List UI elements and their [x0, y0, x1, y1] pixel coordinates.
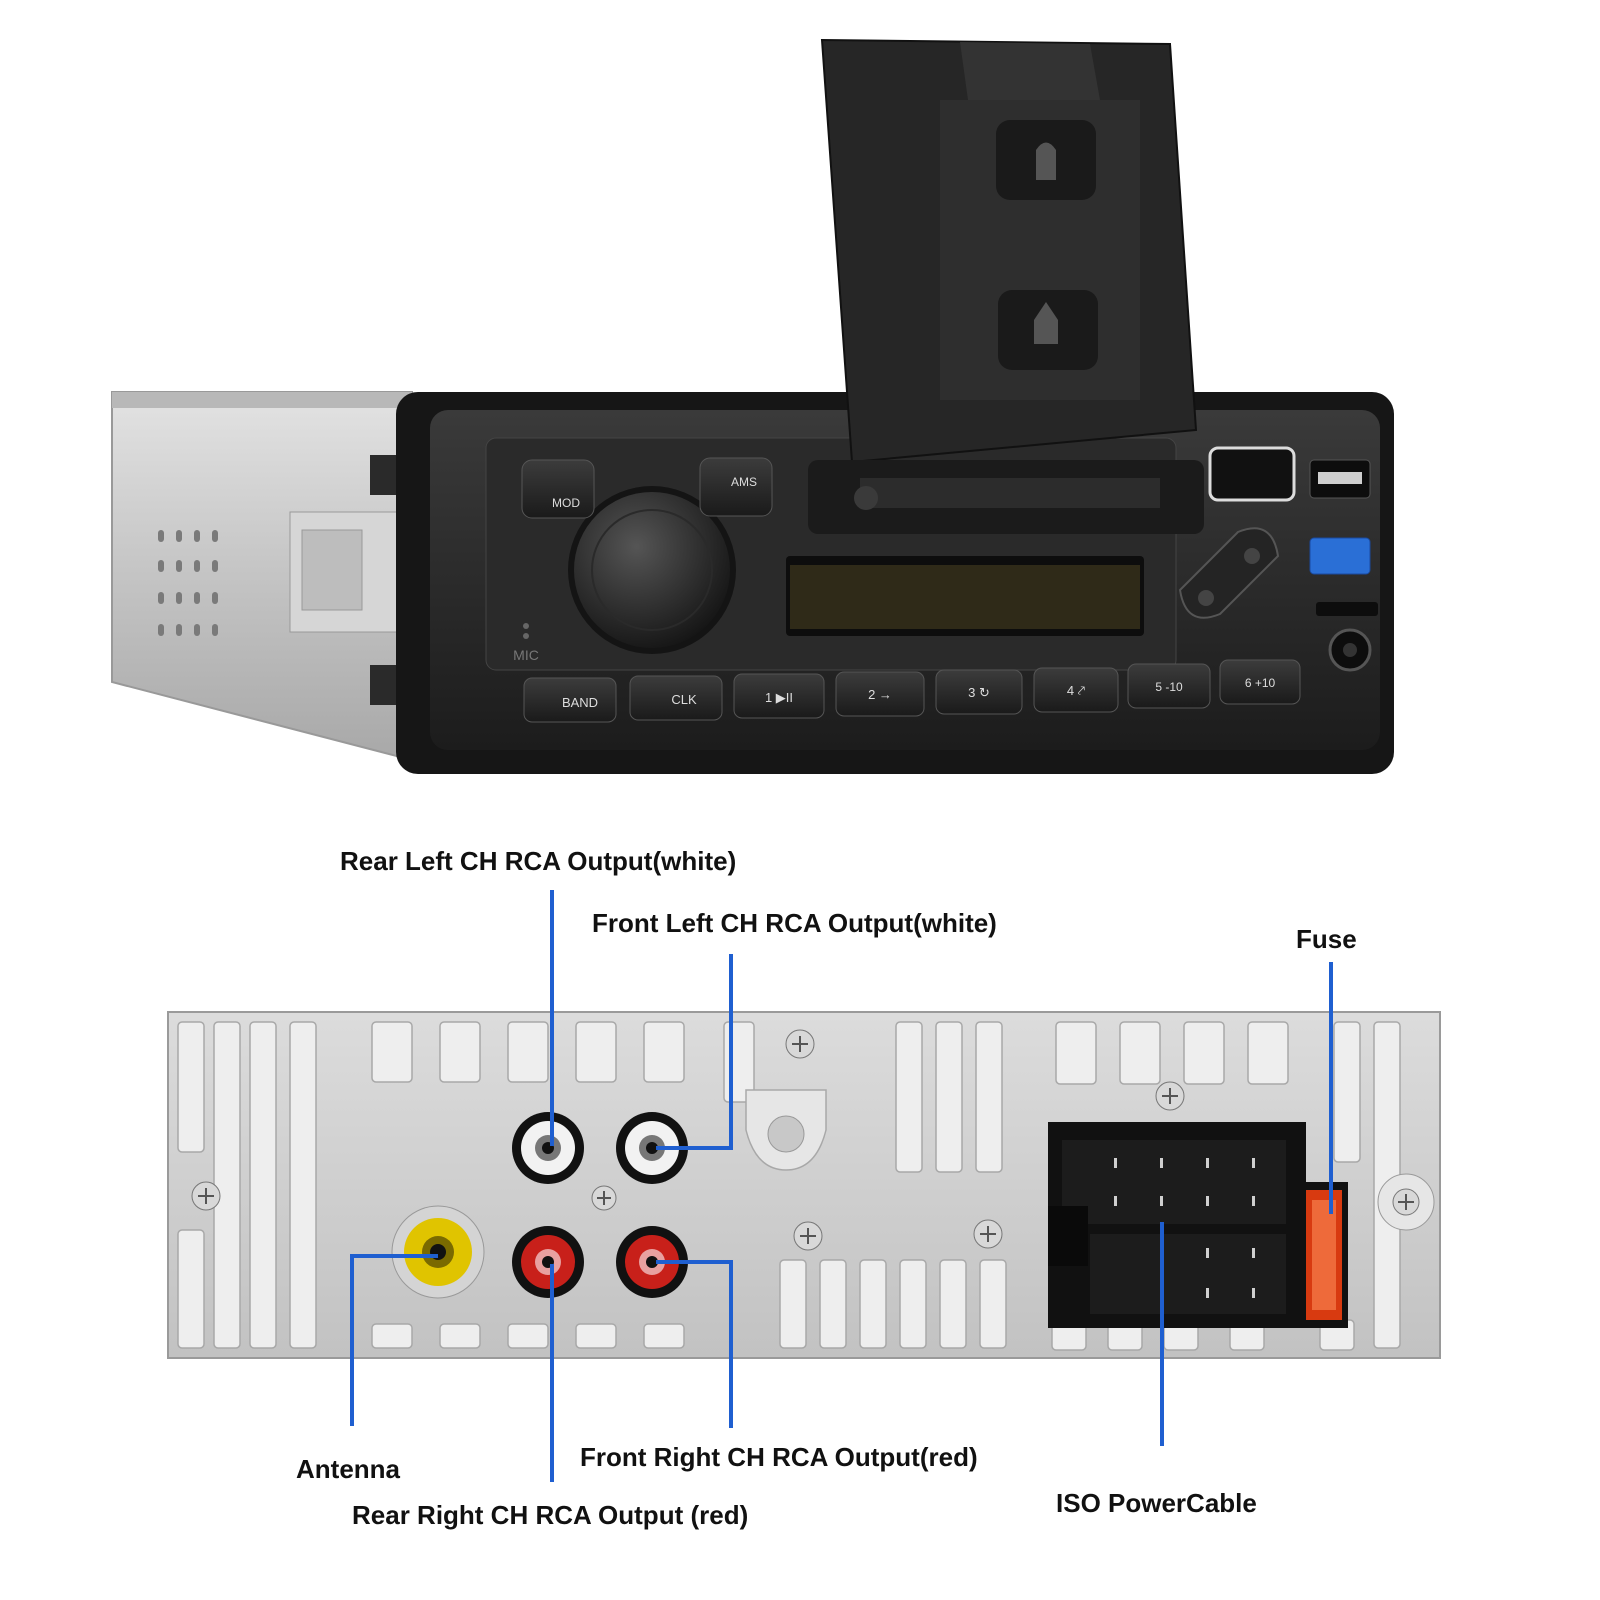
mic-label: MIC	[513, 647, 539, 663]
band-button-label: BAND	[562, 695, 598, 710]
side-chassis	[111, 391, 413, 762]
label-front-left-rca: Front Left CH RCA Output(white)	[592, 908, 997, 938]
mic: MIC	[513, 623, 539, 663]
label-antenna: Antenna	[296, 1454, 400, 1484]
rca-rear-left-jack[interactable]	[512, 1112, 584, 1184]
sd-card-slot[interactable]	[1316, 602, 1378, 616]
preset-3-button[interactable]: 3 ↻	[935, 669, 1023, 715]
fuse[interactable]	[1300, 1182, 1348, 1328]
line-front-right	[656, 1260, 733, 1428]
play-button-label: 1 ▶II	[765, 690, 793, 705]
preset-3-label: 3 ↻	[968, 685, 990, 700]
label-rear-right-rca: Rear Right CH RCA Output (red)	[352, 1500, 749, 1530]
label-front-right-rca: Front Right CH RCA Output(red)	[580, 1442, 978, 1472]
ams-button[interactable]: AMS	[699, 457, 773, 517]
phone-holder[interactable]	[808, 38, 1204, 534]
preset-6-label: 6 +10	[1245, 676, 1276, 690]
label-fuse: Fuse	[1296, 924, 1357, 954]
preset-2-button[interactable]: 2 →	[835, 671, 925, 717]
band-button[interactable]: BAND	[523, 677, 617, 723]
antenna-jack[interactable]	[391, 1205, 485, 1299]
lcd-display	[786, 556, 1144, 636]
usb-port-2[interactable]	[1309, 537, 1371, 575]
ams-button-label: AMS	[731, 475, 757, 489]
preset-5-button[interactable]: 5 -10	[1127, 663, 1211, 709]
preset-2-label: 2 →	[868, 687, 892, 702]
callout-lines	[350, 890, 1333, 1482]
rca-rear-right-jack[interactable]	[512, 1226, 584, 1298]
mod-button[interactable]: MOD	[521, 459, 595, 519]
power-indicator	[1208, 446, 1296, 502]
preset-4-label: 4 ⤤	[1067, 683, 1085, 698]
preset-4-button[interactable]: 4 ⤤	[1033, 667, 1119, 713]
label-rear-left-rca: Rear Left CH RCA Output(white)	[340, 846, 737, 876]
front-view: MOD AMS MIC	[111, 38, 1394, 774]
preset-5-label: 5 -10	[1155, 680, 1183, 694]
nav-pad[interactable]	[1178, 527, 1280, 619]
preset-buttons: BAND CLK 1 ▶II 2 → 3 ↻ 4 ⤤	[523, 659, 1301, 723]
play-button[interactable]: 1 ▶II	[733, 673, 825, 719]
rear-view	[167, 1011, 1441, 1359]
screws	[191, 1029, 1435, 1251]
mod-button-label: MOD	[552, 496, 580, 510]
volume-knob[interactable]	[568, 486, 736, 654]
preset-6-button[interactable]: 6 +10	[1219, 659, 1301, 705]
clk-button-label: CLK	[671, 692, 697, 707]
heat-fins	[177, 1021, 1401, 1351]
clk-button[interactable]: CLK	[629, 675, 723, 721]
rca-front-right-jack[interactable]	[616, 1226, 688, 1298]
line-antenna	[350, 1254, 438, 1426]
label-iso-power-cable: ISO PowerCable	[1056, 1488, 1257, 1518]
iso-connector[interactable]	[1048, 1122, 1306, 1328]
rca-front-left-jack[interactable]	[616, 1112, 688, 1184]
line-front-left	[656, 954, 733, 1150]
